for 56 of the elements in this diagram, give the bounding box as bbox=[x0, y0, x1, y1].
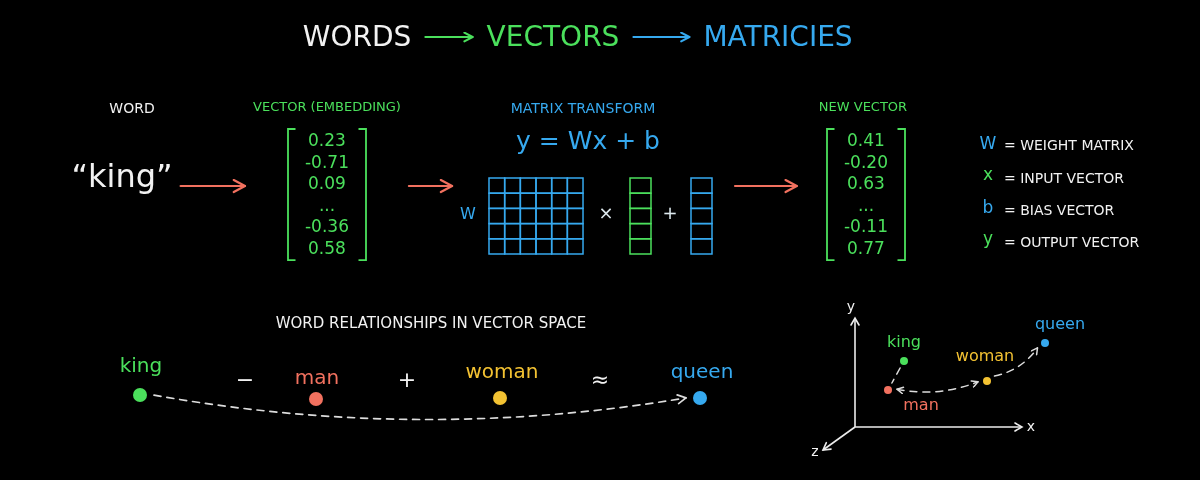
arrow bbox=[632, 31, 691, 43]
vector-value: ... bbox=[318, 195, 336, 216]
column-heading: NEW VECTOR bbox=[818, 100, 908, 115]
variable-symbol: W bbox=[979, 134, 997, 154]
vector-value: -0.71 bbox=[305, 152, 349, 173]
operator-sign: + bbox=[397, 367, 417, 393]
operator-sign: + bbox=[662, 203, 678, 224]
variable-definition: = OUTPUT VECTOR bbox=[1004, 234, 1140, 251]
variable-symbol: b bbox=[982, 198, 994, 218]
axis-label: z bbox=[811, 443, 819, 460]
vector-value: 0.41 bbox=[847, 131, 885, 151]
point-label: man bbox=[294, 366, 340, 389]
title-word: VECTORS bbox=[486, 21, 620, 54]
dashed-connector-line bbox=[891, 367, 901, 384]
dashed-double-headed-arrow bbox=[896, 380, 979, 395]
arrow bbox=[179, 178, 247, 194]
variable-definition: = INPUT VECTOR bbox=[1004, 170, 1124, 187]
title-word: MATRICIES bbox=[703, 21, 853, 54]
arrow bbox=[733, 178, 798, 194]
point-label: woman bbox=[465, 360, 539, 383]
point-label: queen bbox=[1034, 315, 1086, 334]
operator-sign: ≈ bbox=[590, 367, 610, 393]
vector-value: 0.63 bbox=[847, 174, 885, 194]
variable-symbol: x bbox=[982, 165, 994, 185]
vector-value: 0.09 bbox=[308, 174, 346, 194]
vector-value: 0.58 bbox=[308, 238, 346, 259]
vector-value: -0.11 bbox=[844, 217, 888, 237]
arrow bbox=[424, 31, 474, 43]
point-label: king bbox=[887, 333, 921, 352]
arrow bbox=[407, 178, 454, 194]
vector-value: -0.20 bbox=[844, 152, 888, 173]
variable-definition: = WEIGHT MATRIX bbox=[1004, 137, 1134, 154]
column-heading: WORD bbox=[109, 100, 155, 117]
vector-value: 0.23 bbox=[308, 131, 346, 151]
formula: y = Wx + b bbox=[516, 127, 660, 156]
vector-value: -0.36 bbox=[305, 217, 349, 237]
section-heading: WORD RELATIONSHIPS IN VECTOR SPACE bbox=[275, 315, 587, 333]
point-label: queen bbox=[670, 360, 734, 383]
variable-definition: = BIAS VECTOR bbox=[1004, 202, 1115, 219]
vector-value: ... bbox=[857, 195, 875, 216]
title-word: WORDS bbox=[302, 21, 412, 54]
operator-sign: × bbox=[598, 203, 614, 224]
point-label: king bbox=[119, 354, 163, 377]
column-heading: MATRIX TRANSFORM bbox=[510, 100, 656, 117]
matrix-symbol: W bbox=[460, 205, 476, 224]
word-text: “king” bbox=[71, 158, 173, 195]
variable-symbol: y bbox=[982, 229, 994, 249]
operator-sign: − bbox=[235, 367, 255, 393]
dashed-arrow bbox=[153, 393, 687, 421]
column-heading: VECTOR (EMBEDDING) bbox=[253, 100, 401, 115]
point-label: man bbox=[903, 396, 939, 415]
dashed-arrow bbox=[993, 347, 1039, 377]
vector-value: 0.77 bbox=[847, 238, 885, 259]
axis-label: x bbox=[1026, 418, 1036, 435]
point-label: woman bbox=[955, 347, 1015, 366]
axis-label: y bbox=[846, 298, 856, 315]
